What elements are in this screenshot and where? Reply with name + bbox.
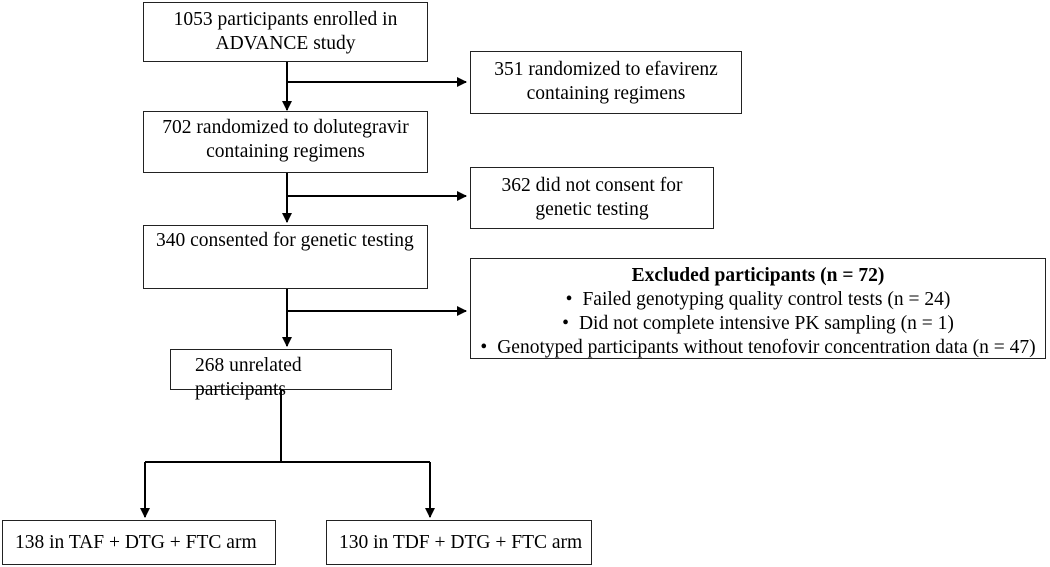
dolutegravir-line2: containing regimens — [206, 141, 365, 162]
excluded-item: • Did not complete intensive PK sampling … — [471, 312, 1045, 336]
efavirenz-box: 351 randomized to efavirenz containing r… — [470, 51, 742, 114]
excluded-title: Excluded participants (n = 72) — [631, 265, 885, 286]
taf-arm-text: 138 in TAF + DTG + FTC arm — [15, 532, 257, 553]
bullet-icon: • — [565, 289, 573, 310]
tdf-arm-box: 130 in TDF + DTG + FTC arm — [326, 520, 592, 565]
excluded-item: • Failed genotyping quality control tests… — [471, 288, 1045, 312]
consented-box: 340 consented for genetic testing — [143, 225, 428, 289]
excluded-box: Excluded participants (n = 72) • Failed g… — [470, 258, 1046, 359]
excluded-item-text: Genotyped participants without tenofovir… — [497, 337, 1036, 358]
unrelated-box: 268 unrelated participants — [170, 349, 392, 400]
dolutegravir-line1: 702 randomized to dolutegravir — [162, 117, 409, 138]
enrolled-line1: 1053 participants enrolled in — [173, 9, 398, 30]
efavirenz-line1: 351 randomized to efavirenz — [494, 59, 718, 80]
no-consent-line2: genetic testing — [535, 199, 649, 220]
consented-text: 340 consented for genetic testing — [156, 230, 414, 251]
bullet-icon: • — [562, 313, 569, 334]
tdf-arm-text: 130 in TDF + DTG + FTC arm — [339, 532, 583, 553]
dolutegravir-box: 702 randomized to dolutegravir containin… — [143, 111, 428, 173]
no-consent-line1: 362 did not consent for — [501, 175, 683, 196]
enrolled-box: 1053 participants enrolled in ADVANCE st… — [143, 2, 428, 62]
unrelated-text: 268 unrelated participants — [195, 355, 302, 400]
excluded-item: • Genotyped participants without tenofovi… — [471, 336, 1045, 360]
excluded-item-text: Did not complete intensive PK sampling (… — [578, 313, 954, 334]
no-consent-box: 362 did not consent for genetic testing — [470, 167, 714, 229]
excluded-item-text: Failed genotyping quality control tests … — [582, 289, 951, 310]
enrolled-line2: ADVANCE study — [215, 33, 356, 54]
efavirenz-line2: containing regimens — [526, 83, 686, 104]
bullet-icon: • — [480, 337, 488, 358]
taf-arm-box: 138 in TAF + DTG + FTC arm — [2, 520, 276, 565]
